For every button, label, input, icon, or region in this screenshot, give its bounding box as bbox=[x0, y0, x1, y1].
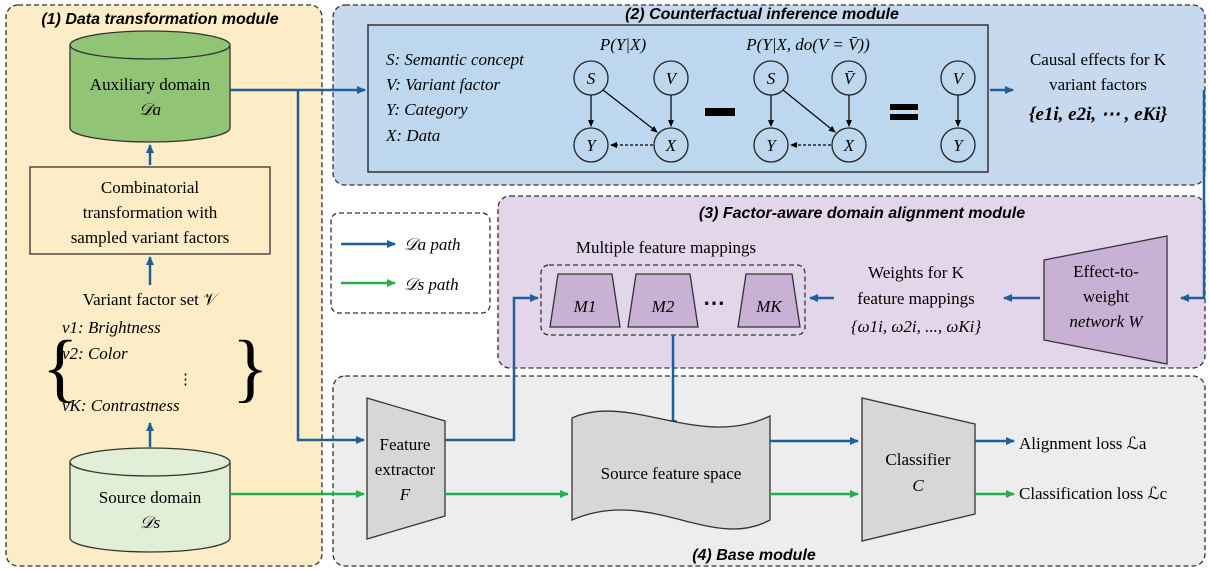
variant-brace-left: { bbox=[42, 326, 78, 410]
causal-graph-intervention: S V̄ Y X bbox=[753, 60, 867, 163]
effect-to-weight-network: Effect-to- weight network W bbox=[1043, 235, 1168, 365]
mapping-m1-label: M1 bbox=[573, 297, 597, 316]
def-variant: V: Variant factor bbox=[386, 75, 500, 94]
source-domain-symbol: 𝒟s bbox=[140, 513, 161, 532]
arrow-effects-to-etw bbox=[1180, 90, 1206, 302]
feature-space-label: Source feature space bbox=[601, 464, 742, 483]
auxiliary-domain-cylinder: Auxiliary domain 𝒟a bbox=[69, 30, 231, 143]
node-y-1: Y bbox=[586, 136, 597, 155]
classification-loss: Classification loss ℒc bbox=[1019, 484, 1168, 503]
extractor-line1: Feature bbox=[380, 435, 431, 454]
node-s-2: S bbox=[767, 69, 776, 88]
auxiliary-domain-label: Auxiliary domain bbox=[90, 75, 211, 94]
def-semantic: S: Semantic concept bbox=[386, 50, 525, 69]
node-y-3: Y bbox=[953, 136, 964, 155]
mappings-title: Multiple feature mappings bbox=[576, 238, 756, 257]
extractor-line3: F bbox=[399, 485, 411, 504]
variant-item-1: v1: Brightness bbox=[62, 318, 161, 337]
node-v-1: V bbox=[666, 69, 679, 88]
mapping-mk: MK bbox=[737, 273, 801, 328]
etw-line3: network W bbox=[1069, 312, 1144, 331]
formula-p-y-do-v: P(Y|X, do(V = V̄)) bbox=[745, 35, 870, 54]
source-feature-space: Source feature space bbox=[571, 410, 771, 530]
mapping-mk-label: MK bbox=[755, 297, 783, 316]
mappings-dots: ⋯ bbox=[703, 290, 725, 315]
mapping-m2-label: M2 bbox=[651, 297, 675, 316]
def-data: X: Data bbox=[385, 126, 440, 145]
classifier-line1: Classifier bbox=[885, 450, 950, 469]
module-4-title: (4) Base module bbox=[692, 547, 816, 564]
effects-line1: Causal effects for K bbox=[1030, 50, 1167, 69]
equals-sign bbox=[890, 104, 918, 120]
variant-item-k: vK: Contrastness bbox=[62, 396, 180, 415]
def-category: Y: Category bbox=[386, 100, 468, 119]
variant-item-2: v2: Color bbox=[62, 344, 128, 363]
module-2-title: (2) Counterfactual inference module bbox=[625, 6, 899, 23]
arrow-aux-to-extractor bbox=[296, 90, 365, 444]
source-domain-cylinder: Source domain 𝒟s bbox=[69, 447, 231, 553]
node-v-3: V bbox=[953, 69, 966, 88]
legend-s-path: 𝒟s path bbox=[404, 275, 459, 294]
mapping-m2: M2 bbox=[627, 273, 699, 328]
variant-item-dots: ⋮ bbox=[178, 372, 193, 388]
combinatorial-line3: sampled variant factors bbox=[71, 228, 230, 247]
module-1-title: (1) Data transformation module bbox=[41, 11, 278, 28]
arrow-extractor-to-mappings bbox=[445, 294, 539, 442]
formula-p-y-given-x: P(Y|X) bbox=[599, 35, 647, 54]
classifier: Classifier C bbox=[861, 397, 976, 542]
alignment-loss: Alignment loss ℒa bbox=[1019, 434, 1147, 453]
minus-sign bbox=[705, 108, 735, 116]
weights-line3: {ω1i, ω2i, ..., ωKi} bbox=[851, 317, 982, 336]
node-x-1: X bbox=[665, 136, 677, 155]
causal-graph-observational: S V Y X bbox=[573, 60, 689, 163]
module-3-title: (3) Factor-aware domain alignment module bbox=[699, 205, 1025, 222]
combinatorial-line2: transformation with bbox=[83, 203, 218, 222]
classifier-line2: C bbox=[912, 476, 924, 495]
weights-line2: feature mappings bbox=[857, 289, 975, 308]
node-vbar-2: V̄ bbox=[844, 69, 857, 88]
feature-extractor: Feature extractor F bbox=[366, 397, 446, 540]
module-1-box bbox=[5, 4, 323, 567]
mapping-m1: M1 bbox=[549, 273, 621, 328]
combinatorial-transformation-box bbox=[29, 166, 271, 255]
variant-brace-right: } bbox=[232, 326, 268, 410]
effects-line2: variant factors bbox=[1049, 75, 1147, 94]
node-y-2: Y bbox=[766, 136, 777, 155]
source-domain-label: Source domain bbox=[99, 488, 202, 507]
node-x-2: X bbox=[843, 136, 855, 155]
combinatorial-line1: Combinatorial bbox=[101, 178, 199, 197]
causal-graph-effect: V Y bbox=[940, 60, 976, 163]
etw-line2: weight bbox=[1083, 287, 1130, 306]
legend-box bbox=[330, 212, 491, 314]
legend-a-path: 𝒟a path bbox=[404, 235, 461, 254]
weights-line1: Weights for K bbox=[868, 263, 965, 282]
etw-line1: Effect-to- bbox=[1073, 262, 1139, 281]
extractor-line2: extractor bbox=[375, 460, 436, 479]
variant-set-title: Variant factor set 𝒱 bbox=[83, 290, 220, 309]
auxiliary-domain-symbol: 𝒟a bbox=[139, 100, 161, 119]
node-s-1: S bbox=[587, 69, 596, 88]
effects-line3: {e1i, e2i, ⋯ , eKi} bbox=[1029, 104, 1168, 125]
